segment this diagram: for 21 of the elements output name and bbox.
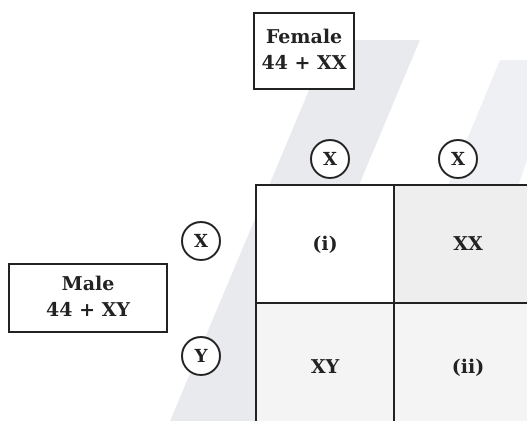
node-text: Y <box>194 346 208 366</box>
node-text: Female <box>266 25 342 50</box>
node-text: 44 + XY <box>46 298 130 323</box>
node-text: 44 + XX <box>261 51 347 76</box>
punnett-cell <box>393 302 527 421</box>
punnett-cell <box>255 184 395 304</box>
node-text: XX <box>453 233 483 255</box>
label-box <box>253 12 355 90</box>
node-text: (ii) <box>452 356 484 378</box>
punnett-cell <box>393 184 527 304</box>
node-text: (i) <box>312 233 338 255</box>
allele-circle <box>181 336 221 376</box>
node-text: X <box>194 230 208 252</box>
punnett-cell <box>255 302 395 421</box>
node-text: Male <box>62 272 114 298</box>
node-text: XY <box>310 356 340 378</box>
allele-circle <box>438 139 478 179</box>
node-text: X <box>451 148 465 170</box>
label-box <box>8 263 168 333</box>
allele-circle <box>181 221 221 261</box>
node-text: X <box>323 148 337 170</box>
